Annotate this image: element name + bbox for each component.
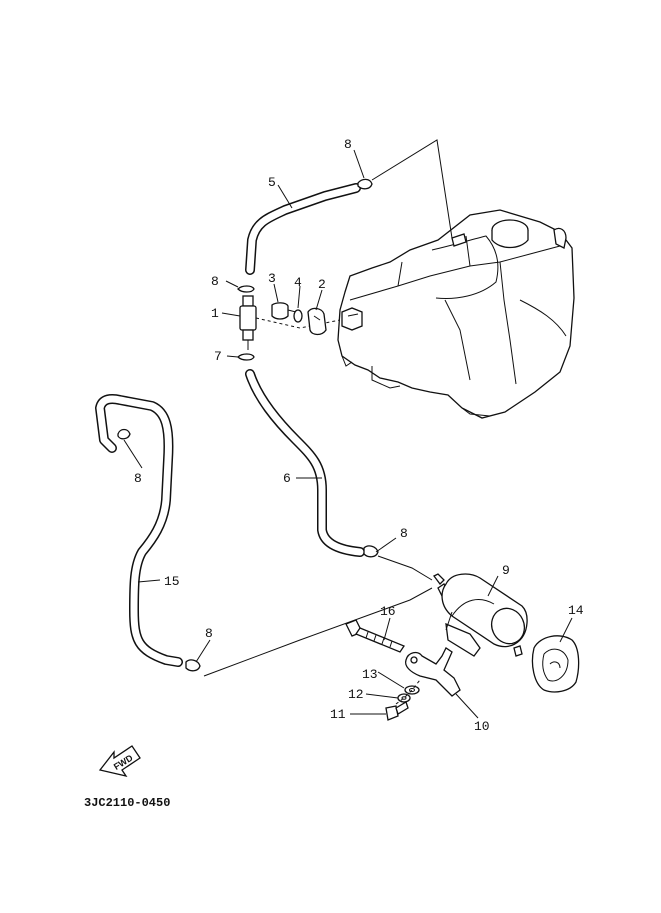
label-part-8-hose6: 8 <box>400 526 408 541</box>
fwd-arrow-icon: FWD <box>98 745 141 778</box>
bolt-11 <box>385 701 409 721</box>
fuel-cock-1 <box>237 285 341 361</box>
pump-connection-line-lower <box>203 587 433 677</box>
part-labels: 8 5 8 3 4 2 1 7 8 6 8 9 15 16 14 8 13 12… <box>134 137 584 734</box>
rubber-cover-14 <box>531 635 580 693</box>
pump-connection-line-upper <box>377 555 433 581</box>
drawing-code: 3JC2110-0450 <box>84 796 170 810</box>
vent-leader-line <box>371 139 453 239</box>
washer-13 <box>404 685 420 695</box>
label-part-8-bottom: 8 <box>205 626 213 641</box>
fuel-hose-15 <box>95 394 183 667</box>
label-part-15: 15 <box>164 574 180 589</box>
fuel-pump-9 <box>433 573 528 657</box>
label-part-5: 5 <box>268 175 276 190</box>
label-part-8-top: 8 <box>344 137 352 152</box>
hose-clip-8-hose15-bottom <box>185 659 201 672</box>
label-part-3: 3 <box>268 271 276 286</box>
label-part-12: 12 <box>348 687 364 702</box>
valve-parts-2-3-4 <box>271 302 327 336</box>
label-part-16: 16 <box>380 604 396 619</box>
label-part-14: 14 <box>568 603 584 618</box>
label-part-6: 6 <box>283 471 291 486</box>
label-part-10: 10 <box>474 719 490 734</box>
pump-bracket-10 <box>404 647 461 697</box>
label-part-1: 1 <box>211 306 219 321</box>
label-part-9: 9 <box>502 563 510 578</box>
label-part-8-cock: 8 <box>211 274 219 289</box>
leader-lines <box>123 149 573 719</box>
label-part-2: 2 <box>318 277 326 292</box>
hose-clip-8-hose15-top <box>117 428 131 440</box>
washer-12 <box>397 693 411 703</box>
fuel-tank <box>337 209 575 419</box>
label-part-8-hose15: 8 <box>134 471 142 486</box>
label-part-13: 13 <box>362 667 378 682</box>
fuel-hose-6 <box>245 369 365 557</box>
label-part-4: 4 <box>294 275 302 290</box>
label-part-11: 11 <box>330 707 346 722</box>
bolt-16 <box>345 619 405 653</box>
vent-hose-5 <box>245 183 361 275</box>
hose-clip-8-top <box>357 178 373 190</box>
hose-clip-8-hose6 <box>363 545 379 558</box>
label-part-7: 7 <box>214 349 222 364</box>
